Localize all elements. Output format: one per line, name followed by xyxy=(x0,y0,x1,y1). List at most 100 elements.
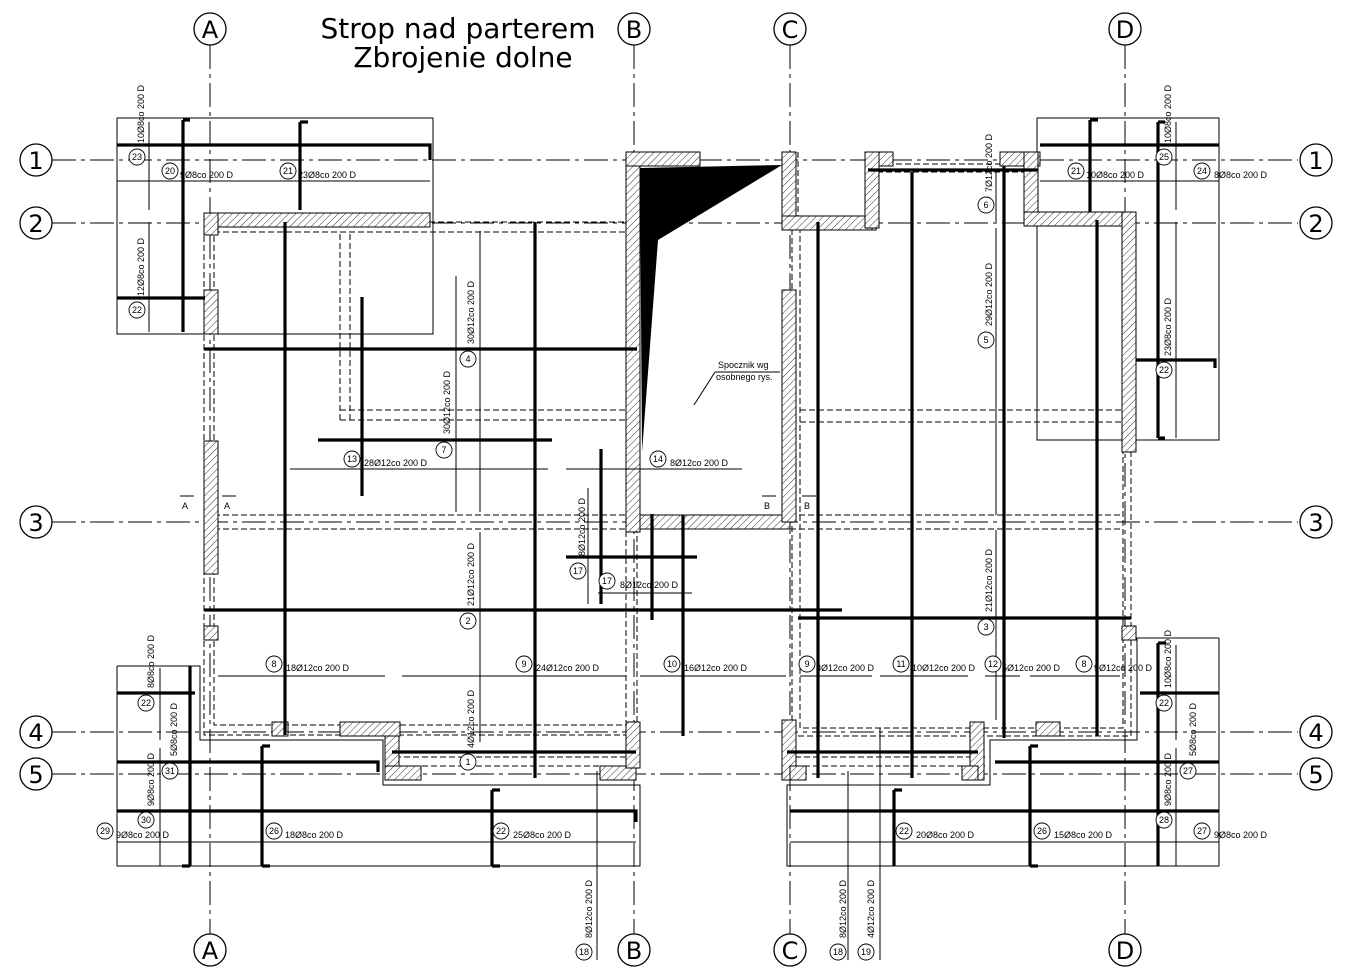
svg-text:10Ø8co 200 D: 10Ø8co 200 D xyxy=(1163,629,1173,688)
rebar-callout-21a: 21 23Ø8co 200 D xyxy=(279,162,357,180)
axis-2-right: 2 xyxy=(1299,206,1333,240)
svg-text:13: 13 xyxy=(347,454,357,464)
svg-text:B: B xyxy=(626,937,642,965)
svg-text:8Ø12co 200 D: 8Ø12co 200 D xyxy=(838,879,848,938)
section-a-left-label: A xyxy=(182,501,188,511)
svg-text:28Ø12co 200 D: 28Ø12co 200 D xyxy=(364,458,428,468)
axis-5-right: 5 xyxy=(1299,757,1333,791)
svg-text:22: 22 xyxy=(141,698,151,708)
svg-text:21: 21 xyxy=(283,166,293,176)
svg-text:8Ø12co 200 D: 8Ø12co 200 D xyxy=(577,497,587,556)
axis-5-left: 5 xyxy=(19,757,53,791)
svg-text:4: 4 xyxy=(465,354,470,364)
svg-text:7Ø12co 200 D: 7Ø12co 200 D xyxy=(984,133,994,192)
svg-text:9Ø8co 200 D: 9Ø8co 200 D xyxy=(180,170,234,180)
axis-4-left: 4 xyxy=(19,715,53,749)
svg-text:4Ø12co 200 D: 4Ø12co 200 D xyxy=(466,689,476,748)
svg-text:1: 1 xyxy=(28,147,43,175)
svg-text:8Ø12co 200 D: 8Ø12co 200 D xyxy=(584,879,594,938)
svg-text:9Ø8co 200 D: 9Ø8co 200 D xyxy=(146,752,156,806)
svg-text:19: 19 xyxy=(861,947,871,957)
svg-text:29Ø12co 200 D: 29Ø12co 200 D xyxy=(984,262,994,326)
svg-text:3: 3 xyxy=(28,509,43,537)
svg-text:17: 17 xyxy=(602,576,612,586)
svg-text:10Ø12co 200 D: 10Ø12co 200 D xyxy=(912,663,976,673)
svg-text:9Ø8co 200 D: 9Ø8co 200 D xyxy=(116,830,170,840)
axis-a-bottom: A xyxy=(193,933,227,967)
svg-text:A: A xyxy=(202,937,219,965)
svg-text:1: 1 xyxy=(465,757,470,767)
svg-text:8Ø12co 200 D: 8Ø12co 200 D xyxy=(620,580,679,590)
svg-text:20Ø8co 200 D: 20Ø8co 200 D xyxy=(916,830,975,840)
axis-a-top: A xyxy=(193,12,227,46)
rebar-callout-4: 4 30Ø12co 200 D xyxy=(459,280,477,368)
svg-text:5: 5 xyxy=(983,335,988,345)
svg-text:11: 11 xyxy=(896,659,905,669)
axis-4-right: 4 xyxy=(1299,715,1333,749)
svg-text:3: 3 xyxy=(1308,509,1323,537)
svg-text:30Ø12co 200 D: 30Ø12co 200 D xyxy=(442,370,452,434)
svg-text:23Ø8co 200 D: 23Ø8co 200 D xyxy=(298,170,357,180)
svg-text:18Ø12co 200 D: 18Ø12co 200 D xyxy=(286,663,350,673)
svg-text:23: 23 xyxy=(132,152,142,162)
svg-text:8: 8 xyxy=(271,659,276,669)
svg-text:30Ø12co 200 D: 30Ø12co 200 D xyxy=(466,280,476,344)
distribution-lines xyxy=(117,122,1219,960)
axis-1-left: 1 xyxy=(19,143,53,177)
svg-text:5Ø8co 200 D: 5Ø8co 200 D xyxy=(1188,702,1198,756)
svg-text:9Ø8co 200 D: 9Ø8co 200 D xyxy=(1214,830,1268,840)
svg-text:9Ø8co 200 D: 9Ø8co 200 D xyxy=(1163,752,1173,806)
svg-text:26: 26 xyxy=(1037,826,1047,836)
svg-text:26: 26 xyxy=(269,826,279,836)
rebar-callout-27b: 27 9Ø8co 200 D xyxy=(1193,822,1268,840)
rebar-callout-5: 5 29Ø12co 200 D xyxy=(977,262,995,349)
svg-text:5: 5 xyxy=(28,761,43,789)
landing-note-line1: Spocznik wg xyxy=(718,360,769,370)
svg-text:B: B xyxy=(626,16,642,44)
rebar-callout-17a: 17 8Ø12co 200 D xyxy=(569,497,587,580)
svg-text:10Ø8co 200 D: 10Ø8co 200 D xyxy=(1086,170,1145,180)
svg-text:4: 4 xyxy=(1308,719,1323,747)
svg-text:8Ø12co 200 D: 8Ø12co 200 D xyxy=(816,663,875,673)
svg-text:5: 5 xyxy=(1308,761,1323,789)
svg-text:27: 27 xyxy=(1197,826,1207,836)
svg-text:24: 24 xyxy=(1197,166,1207,176)
rebar-callout-17b: 17 8Ø12co 200 D xyxy=(598,572,679,590)
svg-text:9Ø12co 200 D: 9Ø12co 200 D xyxy=(1094,663,1153,673)
axis-c-top: C xyxy=(773,12,807,46)
axis-2-left: 2 xyxy=(19,206,53,240)
axis-b-bottom: B xyxy=(617,933,651,967)
rebar-callout-11: 11 10Ø12co 200 D xyxy=(892,655,976,673)
svg-text:7: 7 xyxy=(441,445,446,455)
section-b-right-label: B xyxy=(804,501,810,511)
svg-text:9: 9 xyxy=(804,659,809,669)
svg-text:25: 25 xyxy=(1159,152,1169,162)
axis-3-right: 3 xyxy=(1299,505,1333,539)
axis-b-top: B xyxy=(617,12,651,46)
axis-1-right: 1 xyxy=(1299,143,1333,177)
svg-text:22: 22 xyxy=(1159,365,1169,375)
section-a-right-label: A xyxy=(224,501,230,511)
cantilever-outlines xyxy=(116,117,1220,867)
svg-text:15Ø8co 200 D: 15Ø8co 200 D xyxy=(1054,830,1113,840)
svg-text:17: 17 xyxy=(573,566,583,576)
svg-text:C: C xyxy=(782,937,799,965)
axis-bubbles: A B C D A B C D 1 2 3 4 5 1 2 3 4 5 xyxy=(19,12,1333,967)
